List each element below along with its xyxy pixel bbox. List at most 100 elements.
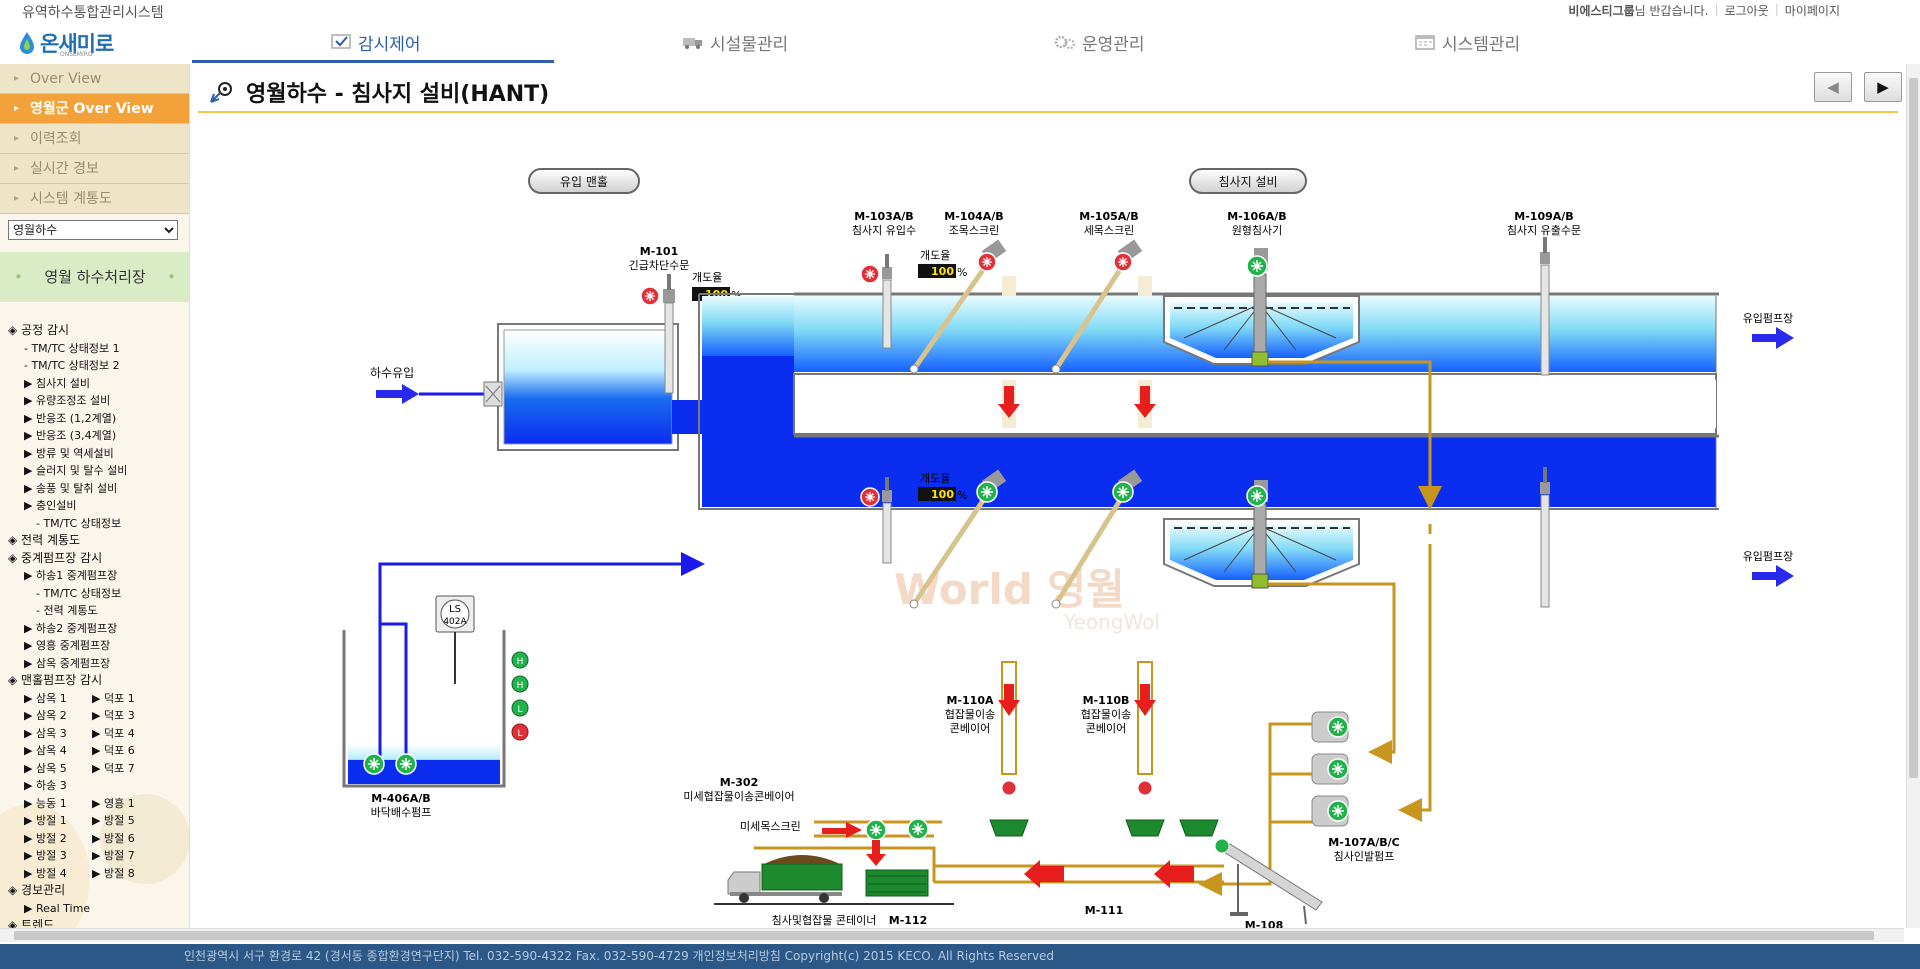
tree-item[interactable]: ▶ 반응조 (3,4계열) (24, 429, 117, 442)
m111-id: M-111 (1085, 904, 1123, 917)
tree-item[interactable]: ▶ 유량조정조 설비 (24, 394, 111, 407)
tree-item[interactable]: ▶ 하송2 중계펌프장 (24, 621, 118, 635)
tree-item[interactable]: ▶ 삼옥 4 (24, 744, 67, 757)
tree-item[interactable]: ▶ 슬러지 및 탈수 설비 (24, 464, 128, 477)
tree-item[interactable]: ▶ 하송 3 (24, 779, 67, 792)
m104a-coarse-screen[interactable] (909, 239, 1007, 374)
tab-facility[interactable]: 시설물관리 (682, 22, 788, 62)
m103b-status-indicator[interactable] (860, 487, 880, 507)
sidebar-item-yeongwol-overview[interactable]: 영월군 Over View (0, 94, 189, 124)
sidebar-item-realtime-alarm[interactable]: 실시간 경보 (0, 154, 189, 184)
tree-section-relay[interactable]: ◈ 중계펌프장 감시 (8, 550, 103, 565)
sidebar-item-history[interactable]: 이력조회 (0, 124, 189, 154)
scroll-thumb[interactable] (1909, 78, 1918, 778)
m106a-status-indicator[interactable] (1246, 255, 1268, 277)
vertical-scrollbar[interactable] (1906, 64, 1920, 928)
tree-item[interactable]: ▶ 방절 4 (24, 866, 67, 880)
m104b-coarse-screen[interactable] (909, 469, 1007, 609)
tree-pair: ▶ 삼옥 4 ▶ 덕포 6 (8, 742, 188, 760)
tree-item[interactable]: - TM/TC 상태정보 (36, 516, 122, 530)
tree-item[interactable]: ▶ 삼옥 중계펌프장 (24, 656, 111, 670)
m106b-grit-classifier[interactable] (1163, 480, 1360, 589)
tree-item[interactable]: ▶ 덕포 7 (92, 761, 135, 775)
tree-item[interactable]: ▶ 덕포 4 (92, 726, 135, 740)
tree-item[interactable]: ▶ 삼옥 1 (24, 691, 67, 705)
grit-chamber-button[interactable]: 침사지 설비 (1189, 168, 1307, 194)
tab-monitoring-control[interactable]: 감시제어 (330, 22, 421, 62)
m108-grit-washer[interactable] (1214, 838, 1323, 925)
main-content: 영월하수 - 침사지 설비(HANT) ◀ ▶ (194, 64, 1904, 934)
logo[interactable]: 온새미로 ONSEMIRO (18, 28, 114, 58)
m406a-pump[interactable] (363, 753, 385, 775)
site-select[interactable]: 영월하수 (8, 220, 178, 240)
sidebar: Over View 영월군 Over View 이력조회 실시간 경보 시스템 … (0, 64, 190, 934)
m106b-status-indicator[interactable] (1246, 485, 1268, 507)
tree-item[interactable]: ▶ 충인설비 (24, 499, 77, 512)
m106a-grit-classifier[interactable] (1163, 248, 1360, 367)
plant-title: 영월 하수처리장 (0, 252, 189, 302)
scroll-thumb[interactable] (14, 931, 1874, 940)
horizontal-scrollbar[interactable] (0, 928, 1904, 942)
tree-item[interactable]: ▶ 삼옥 2 (24, 709, 67, 722)
inflow-valve[interactable] (483, 381, 503, 407)
m109a-outlet-gate[interactable] (1540, 237, 1550, 376)
sidebar-item-overview[interactable]: Over View (0, 64, 189, 94)
m105b-fine-screen[interactable] (1051, 469, 1143, 609)
m101-gate[interactable] (663, 274, 675, 394)
tree-item[interactable]: ▶ 방절 7 (92, 849, 135, 862)
tree-section-manhole[interactable]: ◈ 맨홀펌프장 감시 (8, 673, 103, 687)
m105a-fine-screen[interactable] (1051, 239, 1143, 374)
tree-item[interactable]: ▶ 능동 1 (24, 796, 67, 810)
inlet-manhole-button[interactable]: 유입 맨홀 (528, 168, 640, 194)
logout-link[interactable]: 로그아웃 (1724, 4, 1769, 18)
tree-item[interactable]: ▶ 방절 2 (24, 831, 67, 845)
ls-id: 402A (443, 617, 467, 627)
tree-item[interactable]: ▶ 덕포 1 (92, 691, 135, 705)
tree-item[interactable]: - TM/TC 상태정보 (36, 586, 122, 600)
m103b-gate[interactable] (882, 477, 892, 564)
tree-item[interactable]: ▶ 방절 5 (92, 814, 135, 827)
tree-section-alarm[interactable]: ◈ 경보관리 (8, 883, 66, 897)
m107-grit-pumps[interactable] (1311, 711, 1349, 827)
sidebar-item-system-diagram[interactable]: 시스템 계통도 (0, 184, 189, 214)
tree-item[interactable]: ▶ 덕포 3 (92, 709, 135, 722)
mypage-link[interactable]: 마이페이지 (1784, 4, 1840, 18)
tree-item[interactable]: - TM/TC 상태정보 1 (24, 341, 120, 355)
next-page-button[interactable]: ▶ (1864, 72, 1902, 102)
tree-item[interactable]: ▶ 방류 및 역세설비 (24, 446, 114, 460)
prev-page-button[interactable]: ◀ (1814, 72, 1852, 102)
tree-item[interactable]: ▶ 영흥 중계펌프장 (24, 639, 111, 652)
tree-item[interactable]: ▶ 하송1 중계펌프장 (24, 569, 118, 582)
tab-system[interactable]: 시스템관리 (1414, 22, 1520, 62)
tree-item[interactable]: ▶ 송풍 및 탈취 설비 (24, 481, 118, 495)
tree-item[interactable]: ▶ Real Time (24, 901, 91, 915)
tree-item-grit[interactable]: ▶ 침사지 설비 (24, 376, 91, 390)
tab-operation[interactable]: 운영관리 (1054, 22, 1145, 62)
m103a-status-indicator[interactable] (860, 264, 880, 284)
m109b-outlet-gate[interactable] (1540, 467, 1550, 608)
m406b-pump[interactable] (395, 753, 417, 775)
m302-fine-conveyor[interactable] (814, 818, 942, 866)
tree-item[interactable]: ▶ 삼옥 3 (24, 726, 67, 740)
m110a-conveyor[interactable] (998, 661, 1020, 796)
tree-item[interactable]: - TM/TC 상태정보 2 (24, 359, 120, 372)
m103a-gate[interactable] (882, 254, 892, 349)
active-tab-indicator (192, 60, 554, 63)
tree-section-process[interactable]: ◈ 공정 감시 (8, 323, 70, 337)
tree-item[interactable]: ▶ 삼옥 5 (24, 761, 67, 775)
level-switch-ls402a[interactable]: LS 402A (435, 595, 475, 684)
tree-section-power[interactable]: ◈ 전력 계통도 (8, 533, 81, 547)
m101-status-indicator[interactable] (640, 286, 660, 306)
tree-item[interactable]: ▶ 방절 1 (24, 814, 67, 827)
m111-conveyor[interactable] (754, 846, 1224, 888)
tree-item[interactable]: ▶ 방절 8 (92, 866, 135, 880)
m302-id: M-302 (720, 776, 758, 789)
tree-item[interactable]: - 전력 계통도 (36, 604, 98, 617)
tree-item[interactable]: ▶ 방절 3 (24, 849, 67, 862)
tree-item[interactable]: ▶ 영흥 1 (92, 796, 135, 810)
tree-item[interactable]: ▶ 방절 6 (92, 831, 135, 845)
m110b-conveyor[interactable] (1134, 661, 1156, 796)
tree-item[interactable]: ▶ 덕포 6 (92, 744, 135, 757)
tree-item[interactable]: ▶ 반응조 (1,2계열) (24, 411, 117, 425)
system-title: 유역하수통합관리시스템 (22, 5, 164, 21)
